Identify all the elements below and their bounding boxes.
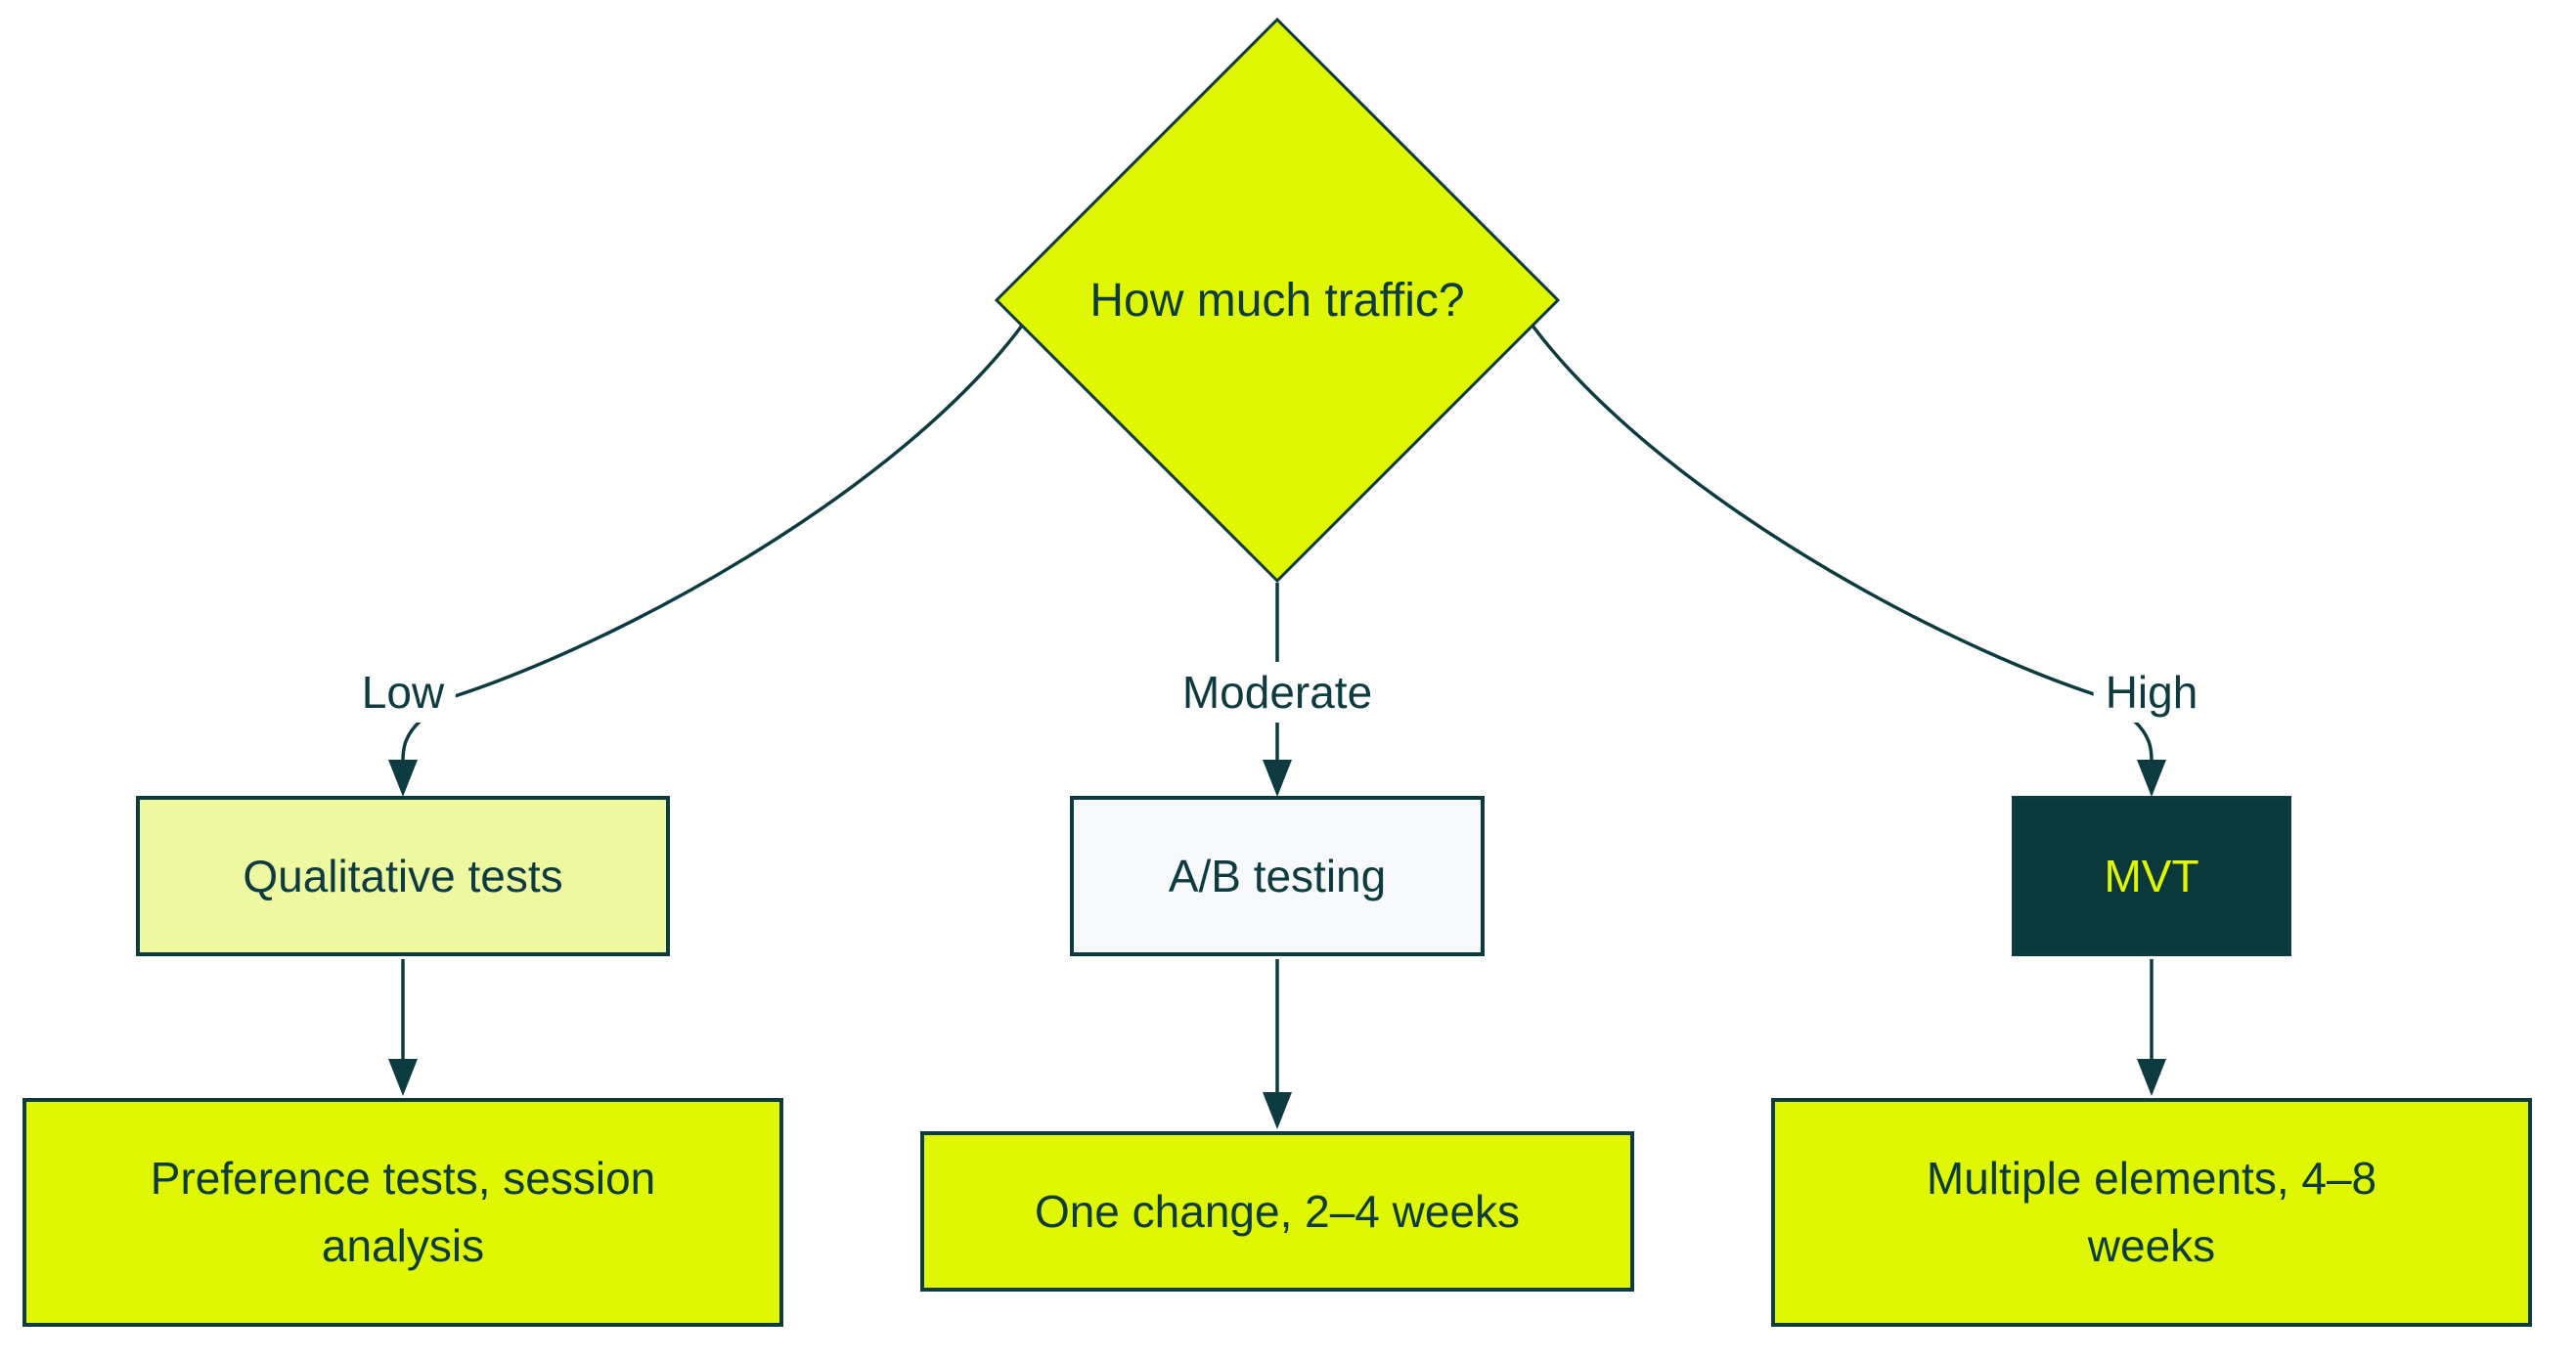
edge-high-line-2 [2132,719,2154,762]
connector-moderate-arrowhead-icon [1263,1092,1292,1129]
node-qualitative-tests: Qualitative tests [136,796,670,956]
node-qualitative-tests-label: Qualitative tests [243,850,563,901]
edge-label-moderate: Moderate [1170,662,1385,723]
edge-label-low: Low [349,662,457,723]
node-mvt: MVT [2012,796,2291,956]
edge-high-arrowhead-icon [2137,760,2166,797]
decision-node-label: How much traffic? [1089,274,1465,327]
outcome-one-change-label: One change, 2–4 weeks [1034,1185,1521,1237]
edge-label-high: High [2093,662,2210,723]
outcome-preference-tests: Preference tests, session analysis [22,1098,783,1327]
outcome-preference-tests-label: Preference tests, session analysis [150,1153,656,1271]
decision-diamond [994,17,1561,584]
connector-low-arrowhead-icon [388,1059,418,1096]
node-ab-testing: A/B testing [1070,796,1485,956]
edge-low-arrowhead-icon [388,760,418,797]
edge-low-line-2 [401,719,422,762]
outcome-multiple-elements-label: Multiple elements, 4–8 weeks [1926,1153,2377,1271]
outcome-one-change: One change, 2–4 weeks [920,1131,1634,1292]
node-mvt-label: MVT [2104,850,2199,901]
outcome-multiple-elements: Multiple elements, 4–8 weeks [1771,1098,2532,1327]
connector-high-arrowhead-icon [2137,1059,2166,1096]
edge-moderate-arrowhead-icon [1263,760,1292,797]
edge-high-line [1531,324,2101,698]
node-ab-testing-label: A/B testing [1168,850,1387,901]
edge-low-line [454,324,1024,698]
